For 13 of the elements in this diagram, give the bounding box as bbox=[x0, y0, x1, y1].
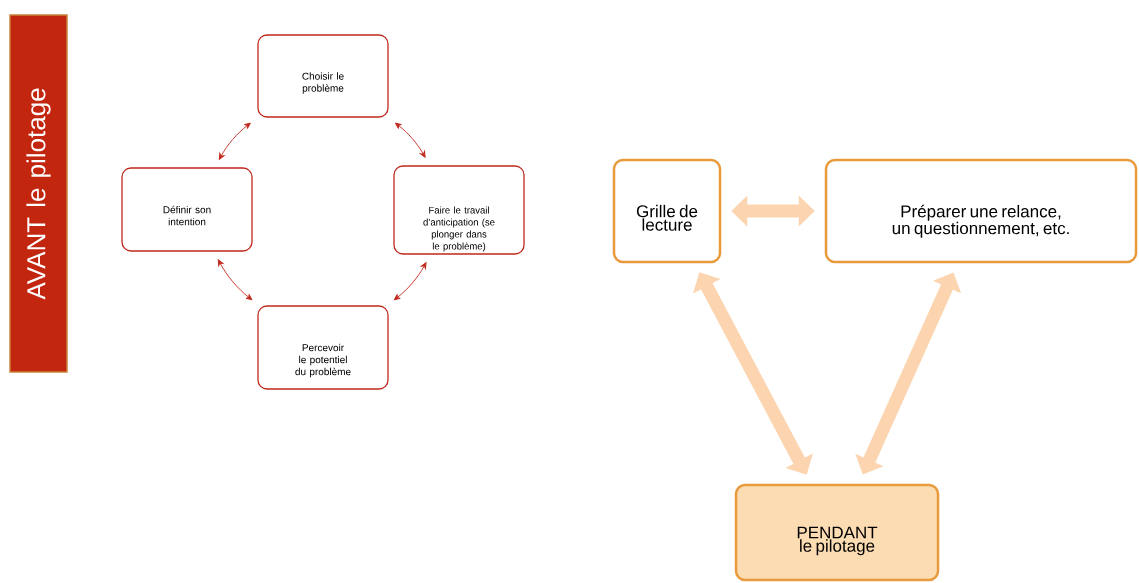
arrow bbox=[217, 259, 253, 301]
process-box: Percevoir le potentiel du problème bbox=[257, 305, 389, 390]
arrow bbox=[394, 122, 426, 158]
process-box: Définir son intention bbox=[121, 167, 253, 252]
title-band: AVANT le pilotage bbox=[9, 14, 68, 373]
arrow bbox=[393, 262, 427, 301]
process-box: Choisir le problème bbox=[257, 34, 389, 118]
process-box: Préparer une relance, un questionnement, etc. bbox=[824, 158, 1138, 264]
process-box: Grille de lecture bbox=[612, 158, 722, 264]
arrow bbox=[693, 272, 813, 475]
arrow bbox=[218, 122, 251, 160]
process-box: Faire le travail d’anticipation (se plonger dans le problème) bbox=[393, 165, 525, 255]
phase-box: PENDANT le pilotage bbox=[734, 483, 940, 582]
